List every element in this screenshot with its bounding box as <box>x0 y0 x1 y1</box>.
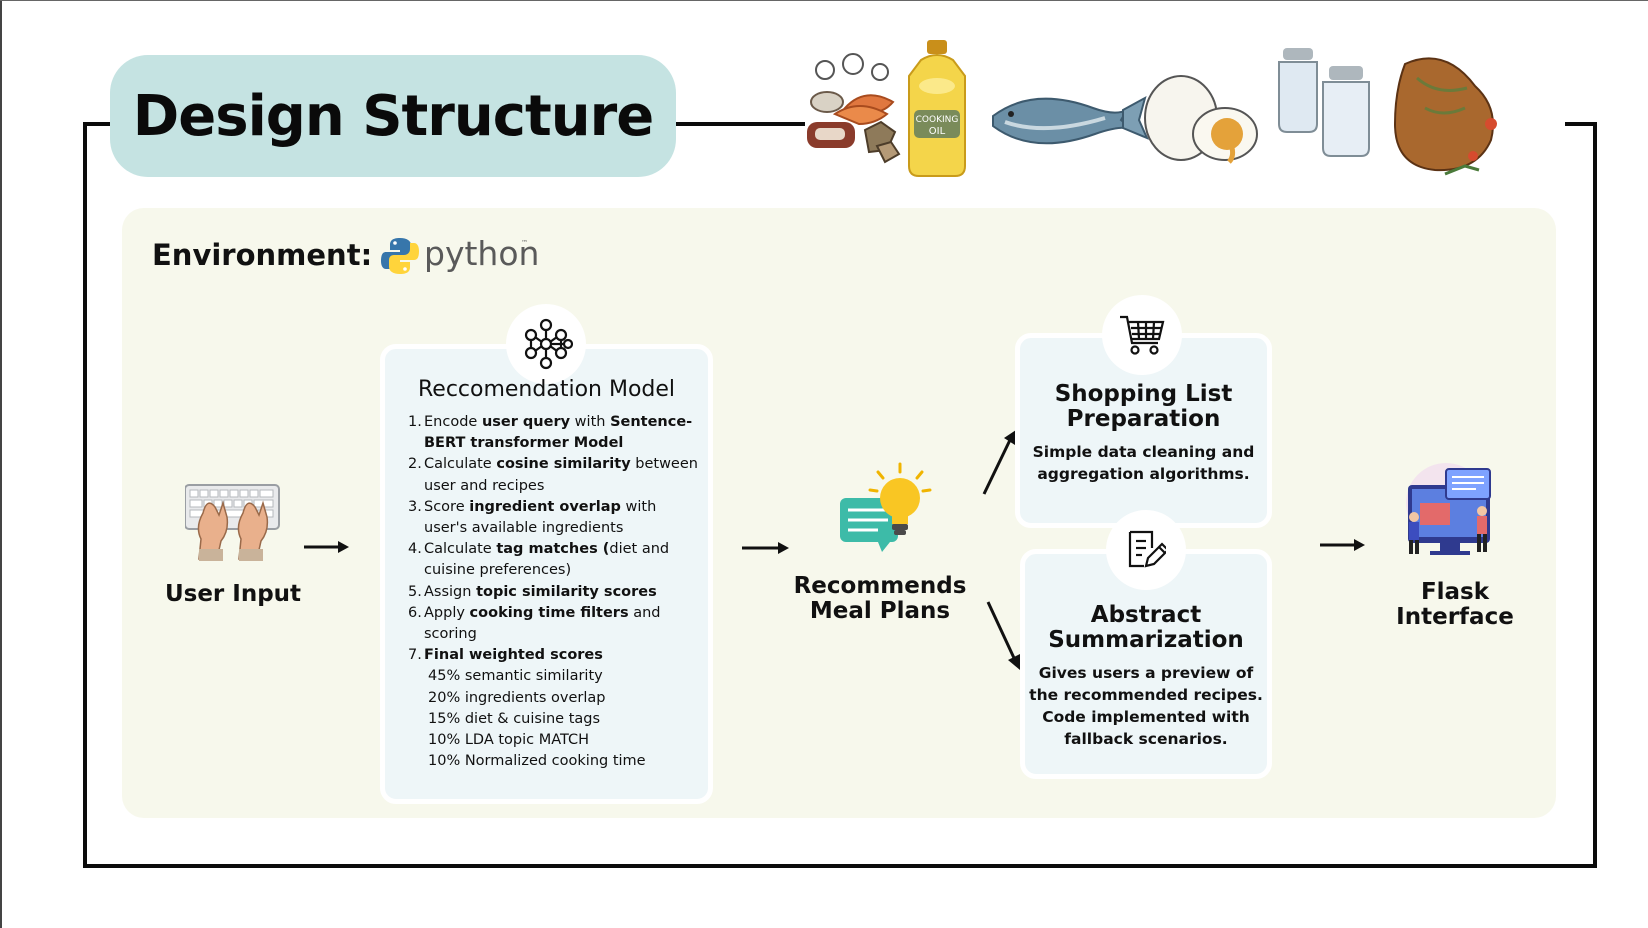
recommendation-model-title: Reccomendation Model <box>417 377 676 402</box>
step-text: diet and cuisine preferences) <box>424 541 670 579</box>
step-text-bold: cooking time filters <box>469 604 629 621</box>
recommendation-step: 4.Calculate tag matches (diet and cuisin… <box>408 539 704 581</box>
recommends-line: Recommends <box>793 573 967 599</box>
python-wordmark: python <box>424 234 540 273</box>
step-text: and scoring <box>424 604 661 643</box>
arrow-up-right-icon <box>982 430 1016 495</box>
svg-text:OIL: OIL <box>929 126 946 137</box>
recommendation-step: 5.Assign topic similarity scores <box>408 582 704 603</box>
python-trademark: ™ <box>521 239 528 247</box>
icon-circle <box>506 304 586 384</box>
web-interface-illustration-icon <box>1406 463 1491 555</box>
step-text-bold: Sentence-BERT transformer Model <box>424 414 693 452</box>
arrow-down-right-icon <box>986 601 1020 670</box>
step-text: between user and recipes <box>424 456 698 494</box>
recommendation-step: 6.Apply cooking time filters and scoring <box>408 603 704 645</box>
weight-item: 10% Normalized cooking time <box>428 753 646 770</box>
arrow-right-icon <box>304 541 349 553</box>
interface-line: Interface <box>1396 604 1514 630</box>
recommendation-step: 1.Encode user query with Sentence-BERT t… <box>408 412 704 454</box>
step-number: 3. <box>408 498 422 515</box>
step-number: 1. <box>408 414 422 430</box>
step-text-bold: ingredient overlap <box>469 498 621 515</box>
content-panel <box>122 208 1556 818</box>
step-text: Score <box>424 498 470 515</box>
food-illustration-strip: COOKING OIL <box>805 38 1565 188</box>
step-text: Apply <box>424 604 470 621</box>
abstract-desc-line3: Code implemented with <box>1042 708 1250 726</box>
weight-item: 45% semantic similarity <box>428 668 603 685</box>
slide-edge-top <box>0 0 1648 1</box>
abstract-title-line2: Summarization <box>1048 627 1244 653</box>
svg-text:COOKING: COOKING <box>916 115 959 125</box>
step-text-bold: user query <box>481 414 571 430</box>
idea-chat-icon <box>840 462 932 552</box>
step-number: 6. <box>408 604 422 621</box>
recommendation-step: 3.Score ingredient overlap with user's a… <box>408 497 704 539</box>
seafood-icon <box>807 53 901 164</box>
weight-item: 20% ingredients overlap <box>428 689 606 706</box>
recommendation-step: 7.Final weighted scores <box>408 645 704 666</box>
step-text: Encode <box>424 414 482 430</box>
flask-interface-label: Flask Interface <box>1380 580 1530 630</box>
fish-icon <box>992 95 1149 145</box>
salt-shaker-icon <box>1278 48 1370 157</box>
arrow-right-icon <box>742 542 789 554</box>
recommendation-model-card <box>380 344 713 804</box>
recommends-meal-plans-label: Recommends Meal Plans <box>790 574 970 624</box>
abstract-desc-line4: fallback scenarios. <box>1064 730 1228 748</box>
roast-chicken-icon <box>1393 57 1497 176</box>
user-input-label: User Input <box>164 581 302 607</box>
shopping-desc-line2: aggregation algorithms. <box>1037 465 1250 483</box>
abstract-desc-line1: Gives users a preview of <box>1038 664 1254 682</box>
abstract-summarization-title: Abstract Summarization <box>1020 603 1272 653</box>
step-text: with user's available ingredients <box>424 498 657 537</box>
shopping-cart-icon <box>1120 315 1165 355</box>
abstract-desc-line2: the recommended recipes. <box>1029 686 1263 704</box>
recommendation-steps-list: 1.Encode user query with Sentence-BERT t… <box>408 412 704 772</box>
arrow-right-icon <box>1320 539 1365 551</box>
step-number: 7. <box>408 647 422 664</box>
shopping-list-title: Shopping List Preparation <box>1015 382 1272 432</box>
neural-network-icon <box>524 318 573 370</box>
document-edit-icon <box>1128 530 1166 568</box>
recommendation-step: 2.Calculate cosine similarity between us… <box>408 454 704 496</box>
python-logo-icon <box>381 238 419 274</box>
slide-edge-left <box>0 0 2 928</box>
title-pill: Design Structure <box>110 55 676 177</box>
abstract-title-line1: Abstract <box>1090 602 1202 628</box>
step-text-bold: topic similarity scores <box>476 583 657 600</box>
step-text: Assign <box>424 583 477 600</box>
step-text: with <box>570 414 611 430</box>
icon-circle <box>1102 295 1182 375</box>
egg-icon <box>1144 75 1258 164</box>
weight-item: 10% LDA topic MATCH <box>428 732 590 749</box>
step-text: Calculate <box>424 456 497 473</box>
shopping-title-line2: Preparation <box>1066 406 1221 432</box>
step-text-bold: Final weighted scores <box>424 647 603 664</box>
step-number: 4. <box>408 541 422 558</box>
step-text: Calculate <box>424 541 497 558</box>
cooking-oil-bottle-icon: COOKING OIL <box>908 40 966 177</box>
step-number: 5. <box>408 583 422 600</box>
shopping-desc-line1: Simple data cleaning and <box>1032 443 1255 461</box>
keyboard-hands-icon <box>185 484 280 561</box>
shopping-title-line1: Shopping List <box>1054 381 1233 407</box>
flask-line: Flask <box>1420 579 1490 605</box>
environment-label: Environment: <box>152 238 373 272</box>
step-text-bold: tag matches ( <box>496 541 610 558</box>
step-text-bold: cosine similarity <box>496 456 631 473</box>
weight-item: 15% diet & cuisine tags <box>428 710 601 727</box>
icon-circle <box>1106 510 1186 590</box>
shopping-list-description: Simple data cleaning and aggregation alg… <box>1015 441 1272 485</box>
meal-plans-line: Meal Plans <box>809 598 951 624</box>
abstract-summarization-description: Gives users a preview of the recommended… <box>1020 662 1272 750</box>
page-title: Design Structure <box>132 83 654 149</box>
step-number: 2. <box>408 456 422 473</box>
